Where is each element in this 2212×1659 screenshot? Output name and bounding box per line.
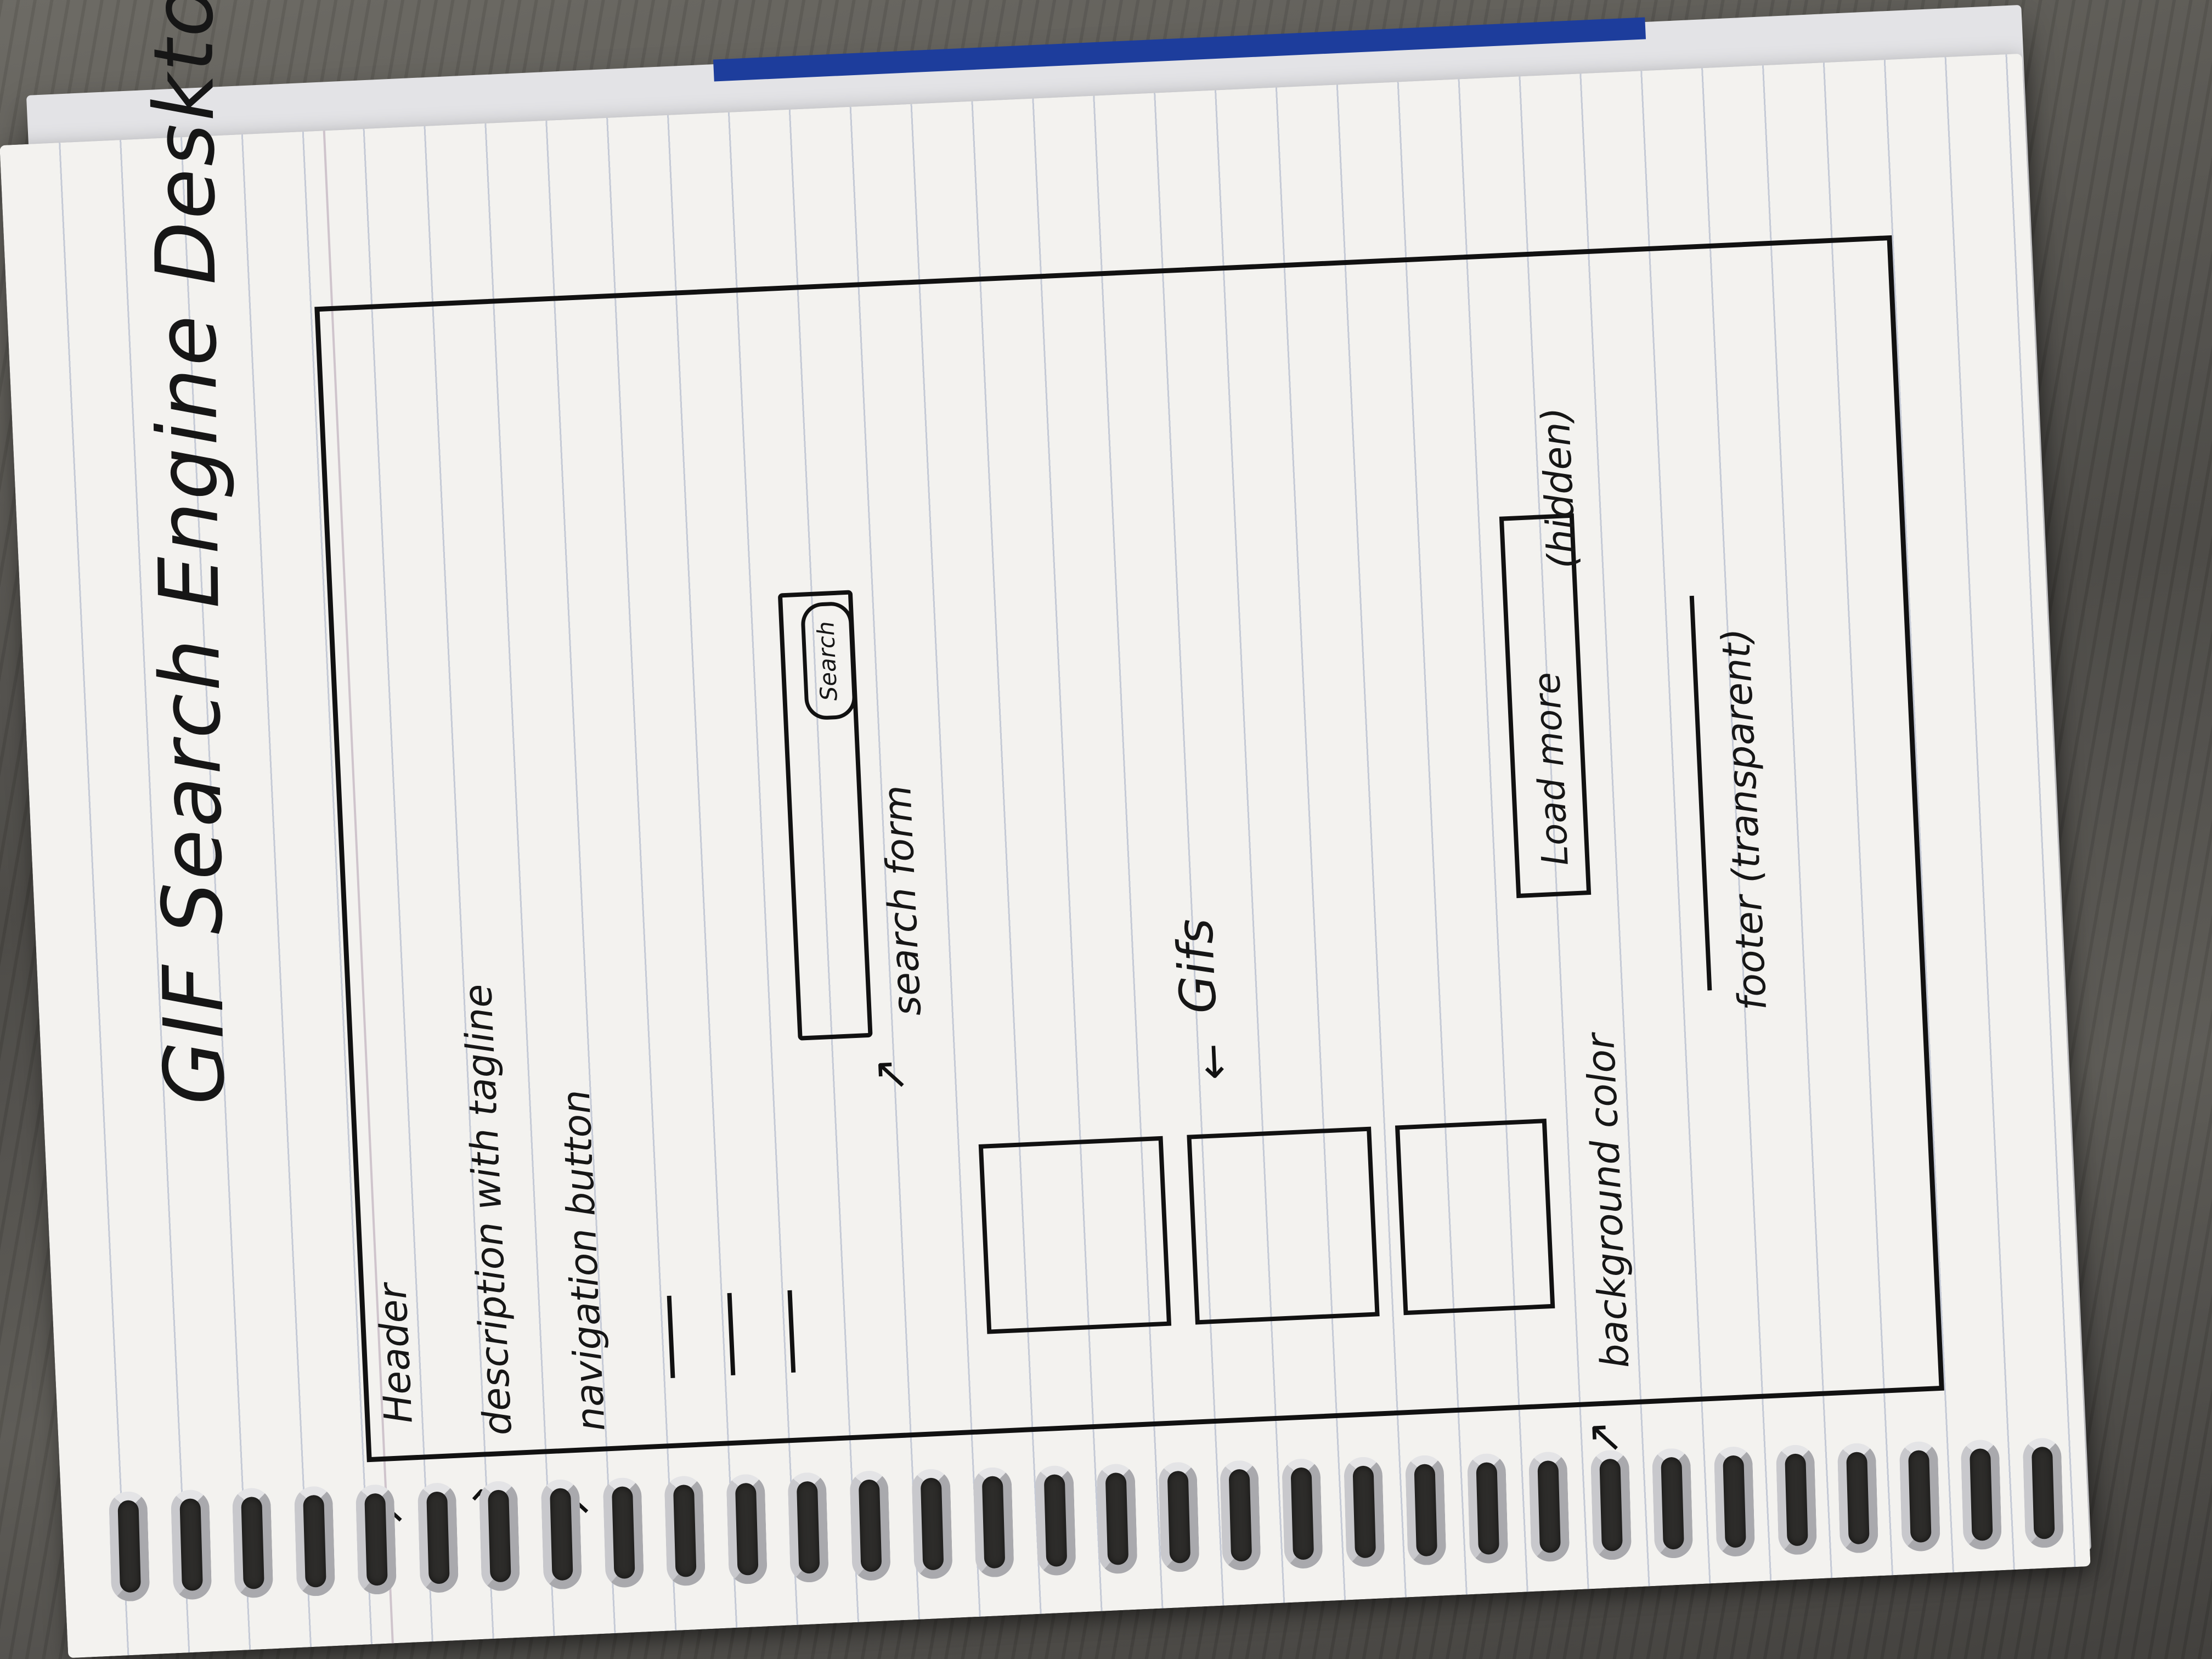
spiral-ring xyxy=(108,1491,150,1602)
spiral-ring xyxy=(1466,1453,1509,1564)
spiral-ring xyxy=(1158,1462,1200,1573)
spiral-ring xyxy=(1343,1456,1385,1567)
spiral-ring xyxy=(232,1487,274,1599)
spiral-ring xyxy=(540,1479,583,1590)
notebook-page: GIF Search Engine Desktop Wireframe ↗ He… xyxy=(0,0,2091,1658)
spiral-ring xyxy=(356,1484,397,1595)
header-label: Header xyxy=(370,1283,421,1425)
spiral-ring xyxy=(911,1468,953,1579)
spiral-ring xyxy=(726,1474,768,1585)
search-form-arrow-icon: ↗ xyxy=(863,1056,916,1095)
spiral-ring xyxy=(1960,1439,2002,1550)
spiral-ring xyxy=(1713,1446,1756,1557)
spiral-ring xyxy=(170,1489,212,1600)
spiral-ring xyxy=(664,1475,706,1587)
spiral-ring xyxy=(1837,1442,1879,1554)
gif-placeholder xyxy=(1395,1119,1555,1316)
spiral-ring xyxy=(1034,1465,1076,1576)
spiral-ring xyxy=(417,1482,459,1593)
spiral-ring xyxy=(973,1466,1014,1578)
gif-placeholder xyxy=(1187,1126,1380,1325)
spiral-ring xyxy=(1220,1460,1262,1571)
spiral-ring xyxy=(2022,1437,2064,1549)
spiral-ring xyxy=(1405,1454,1447,1566)
spiral-ring xyxy=(602,1477,644,1588)
spiral-ring xyxy=(1899,1441,1940,1552)
hidden-label: (hidden) xyxy=(1532,406,1585,570)
sketch-title: GIF Search Engine Desktop Wireframe xyxy=(130,0,243,1105)
spiral-ring xyxy=(1282,1458,1323,1569)
spiral-ring xyxy=(479,1480,521,1592)
spiral-ring xyxy=(1096,1463,1138,1575)
gifs-label: Gifs xyxy=(1166,917,1228,1015)
spiral-ring xyxy=(1775,1444,1817,1555)
gif-placeholder xyxy=(978,1136,1172,1334)
load-more-label: Load more xyxy=(1525,671,1577,867)
spiral-ring xyxy=(1528,1451,1570,1562)
spiral-ring xyxy=(1590,1449,1632,1561)
spiral-ring xyxy=(294,1486,336,1597)
spiral-ring xyxy=(787,1472,830,1583)
search-button-label: Search xyxy=(812,620,843,702)
spiral-ring xyxy=(849,1470,891,1581)
spiral-ring xyxy=(1652,1448,1694,1559)
